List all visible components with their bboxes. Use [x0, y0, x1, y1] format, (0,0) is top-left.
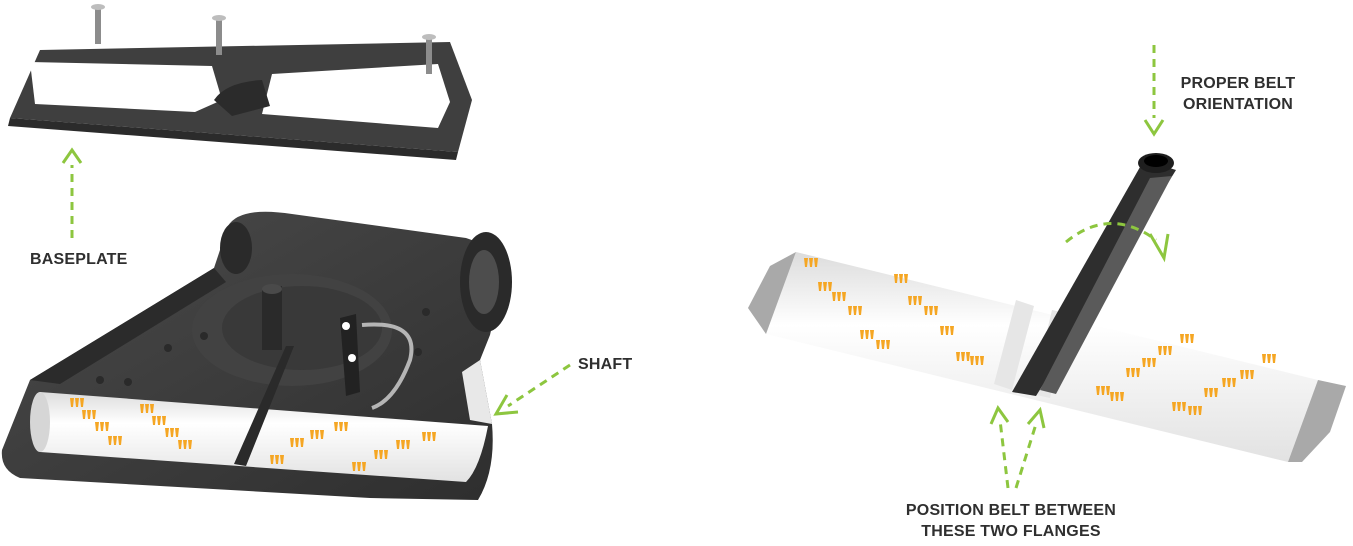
position-belt-label-line2: THESE TWO FLANGES: [921, 523, 1101, 540]
flange-arrows: [989, 404, 1046, 489]
drive-belt-left: [234, 346, 294, 466]
shaft-label: SHAFT: [578, 356, 633, 373]
position-belt-label-line1: POSITION BELT BETWEEN: [905, 502, 1117, 519]
shaft-arrow: [493, 363, 571, 416]
roller-left: [30, 392, 488, 482]
baseplate-arrow: [61, 147, 83, 238]
position-belt-label: POSITION BELT BETWEEN THESE TWO FLANGES: [880, 500, 1142, 542]
baseplate-label: BASEPLATE: [30, 251, 128, 268]
screw-right: [422, 34, 436, 74]
belt-right: [1012, 153, 1176, 396]
proper-belt-label-line2: ORIENTATION: [1182, 96, 1294, 113]
screw-left: [91, 4, 105, 44]
proper-belt-arrow: [1143, 45, 1165, 137]
baseplate: [8, 42, 472, 160]
rotation-arrow: [1065, 222, 1170, 263]
proper-belt-label-line1: PROPER BELT: [1180, 75, 1296, 92]
screw-middle: [212, 15, 226, 55]
proper-belt-orientation-label: PROPER BELT ORIENTATION: [1150, 73, 1326, 115]
